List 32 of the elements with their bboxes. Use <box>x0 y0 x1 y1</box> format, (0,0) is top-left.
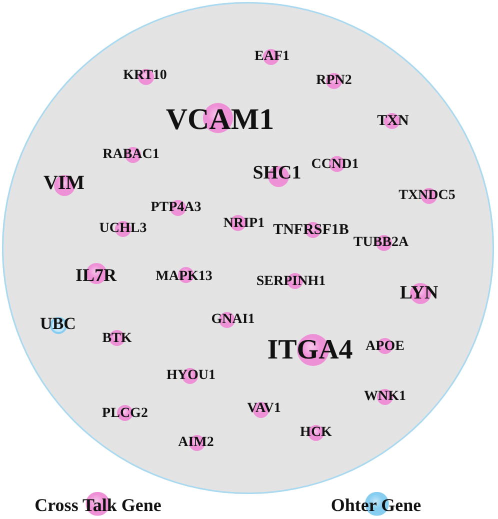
gene-label: HCK <box>300 428 332 438</box>
gene-label: SHC1 <box>252 168 302 180</box>
gene-label: PLCG2 <box>102 409 148 419</box>
gene-label: NRIP1 <box>223 219 265 229</box>
gene-label: RPN2 <box>316 76 352 86</box>
gene-label: VAV1 <box>247 404 281 414</box>
gene-label: UCHL3 <box>99 224 147 234</box>
gene-label: LYN <box>400 288 438 300</box>
gene-label: TXN <box>377 116 409 126</box>
gene-label: GNAI1 <box>211 315 255 325</box>
gene-label: TXNDC5 <box>398 191 456 201</box>
legend-label: Ohter Gene <box>330 498 422 512</box>
gene-label: AIM2 <box>178 438 214 448</box>
gene-label: VIM <box>43 177 85 191</box>
gene-label: TUBB2A <box>353 238 409 248</box>
gene-label: BTK <box>102 334 132 344</box>
gene-label: WNK1 <box>364 392 406 402</box>
gene-label: VCAM1 <box>166 110 274 130</box>
gene-label: EAF1 <box>254 52 290 62</box>
gene-label: IL7R <box>76 268 116 282</box>
gene-label: APOE <box>366 342 404 352</box>
legend-label: Cross Talk Gene <box>34 498 162 512</box>
gene-label: CCND1 <box>311 160 359 170</box>
gene-label: RABAC1 <box>102 150 160 160</box>
gene-label: PTP4A3 <box>150 203 202 213</box>
gene-label: UBC <box>40 318 76 330</box>
gene-label: TNFRSF1B <box>273 224 349 236</box>
gene-label: MAPK13 <box>156 272 212 282</box>
gene-label: KRT10 <box>123 71 167 81</box>
gene-label: SERPINH1 <box>256 277 326 287</box>
gene-label: HYOU1 <box>166 371 216 381</box>
gene-label: ITGA4 <box>267 340 353 360</box>
